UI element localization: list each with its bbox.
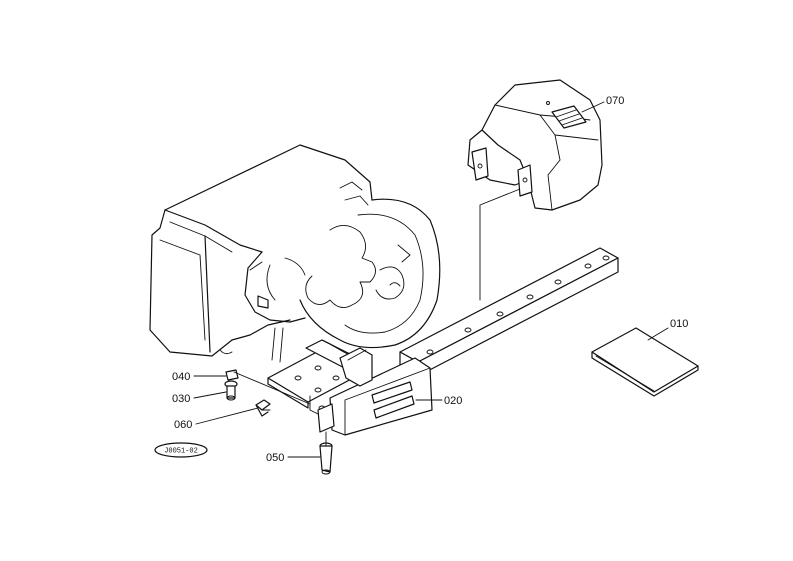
callout-040: 040 [172,371,190,383]
manual-part-010 [591,327,699,397]
figure-id-text: J0051-02 [164,448,198,456]
callout-070: 070 [606,95,624,107]
pin-part-050 [319,431,333,475]
callout-030: 030 [172,393,190,405]
bracket-part-020 [267,339,433,436]
drawbar-holes [426,255,610,355]
callout-050: 050 [266,452,284,464]
callout-020: 020 [444,395,462,407]
bolt-part-030-040 [224,369,311,405]
engine-housing [149,144,441,363]
drawbar [399,184,619,377]
callout-labels: 070 010 020 040 030 060 050 [172,95,688,464]
callout-010: 010 [670,318,688,330]
callout-060: 060 [174,419,192,431]
callout-leaders [193,101,669,458]
cover-part-070 [467,79,603,211]
clip-part-060 [255,399,271,417]
figure-id-stamp: J0051-02 [154,442,208,458]
